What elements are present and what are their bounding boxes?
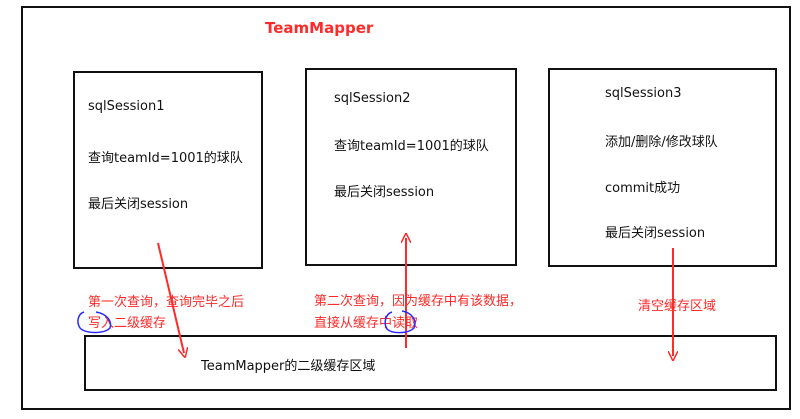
second-level-cache-box	[84, 335, 777, 391]
note-first-query-line-2: 写入二级缓存	[88, 316, 167, 331]
session-3-name: sqlSession3	[605, 86, 682, 101]
session-2-line-1: 查询teamId=1001的球队	[334, 139, 489, 154]
highlight-circle-write	[77, 311, 112, 334]
session-3-line-1: 添加/删除/修改球队	[605, 135, 718, 150]
session-3-line-3: 最后关闭session	[605, 226, 706, 241]
session-box-1	[73, 71, 263, 269]
session-1-name: sqlSession1	[88, 99, 165, 114]
arrow-write-to-cache	[157, 242, 184, 353]
outer-frame	[21, 6, 791, 410]
session-box-2	[305, 68, 517, 266]
session-2-line-2: 最后关闭session	[334, 185, 435, 200]
session-1-line-2: 最后关闭session	[88, 197, 189, 212]
note-second-query-line-1: 第二次查询，因为缓存中有该数据，	[314, 294, 523, 309]
session-box-3	[548, 68, 777, 267]
diagram-title: TeamMapper	[265, 19, 374, 37]
session-3-line-2: commit成功	[605, 181, 681, 196]
session-2-name: sqlSession2	[334, 91, 411, 106]
cache-area-label: TeamMapper的二级缓存区域	[201, 359, 376, 374]
note-second-query-line-2: 直接从缓存中读取	[314, 316, 419, 331]
highlight-circle-read	[384, 310, 416, 334]
note-first-query-line-1: 第一次查询，查询完毕之后	[88, 295, 245, 310]
session-1-line-1: 查询teamId=1001的球队	[88, 151, 243, 166]
note-clear-cache: 清空缓存区域	[638, 299, 717, 314]
